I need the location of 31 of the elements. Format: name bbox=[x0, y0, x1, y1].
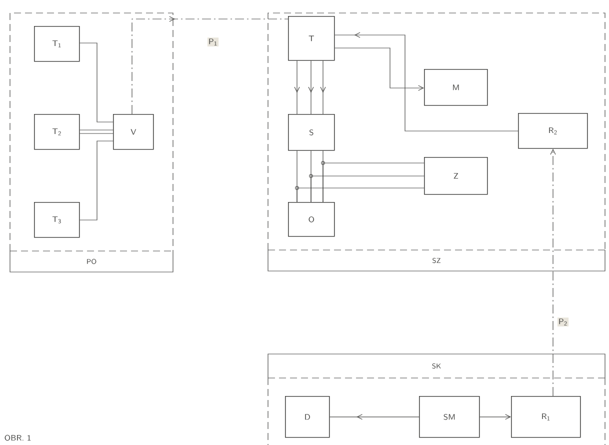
block-box: T bbox=[288, 16, 335, 61]
connector bbox=[294, 60, 300, 114]
block-box: R$_{1}$ bbox=[511, 396, 581, 438]
edge-label: P$_{1}$ bbox=[207, 38, 219, 46]
block-box: Z bbox=[424, 157, 488, 195]
connector bbox=[132, 16, 288, 114]
block-box: O bbox=[288, 202, 335, 237]
connector bbox=[321, 161, 424, 202]
connector bbox=[320, 60, 326, 114]
caption: OBR. 1 bbox=[4, 434, 31, 441]
block-box: T$_{3}$ bbox=[34, 202, 80, 238]
block-box: T$_{1}$ bbox=[34, 26, 80, 62]
block-box: SM bbox=[419, 396, 480, 438]
block-box: M bbox=[424, 69, 488, 106]
connector bbox=[80, 42, 114, 122]
connector bbox=[80, 140, 114, 220]
block-box: V bbox=[113, 114, 154, 150]
connector bbox=[550, 148, 556, 396]
connector bbox=[334, 32, 518, 132]
edge-label: P$_{2}$ bbox=[557, 318, 569, 326]
connector bbox=[334, 48, 424, 91]
block-box: S bbox=[288, 114, 335, 151]
connector bbox=[309, 174, 424, 202]
connector bbox=[295, 186, 424, 202]
block-box: R$_{2}$ bbox=[518, 113, 588, 149]
connector bbox=[80, 133, 114, 134]
connector bbox=[330, 414, 420, 420]
connector bbox=[480, 414, 512, 420]
block-box: T$_{2}$ bbox=[34, 114, 80, 150]
block-box: D bbox=[285, 396, 330, 438]
connector bbox=[308, 60, 314, 114]
